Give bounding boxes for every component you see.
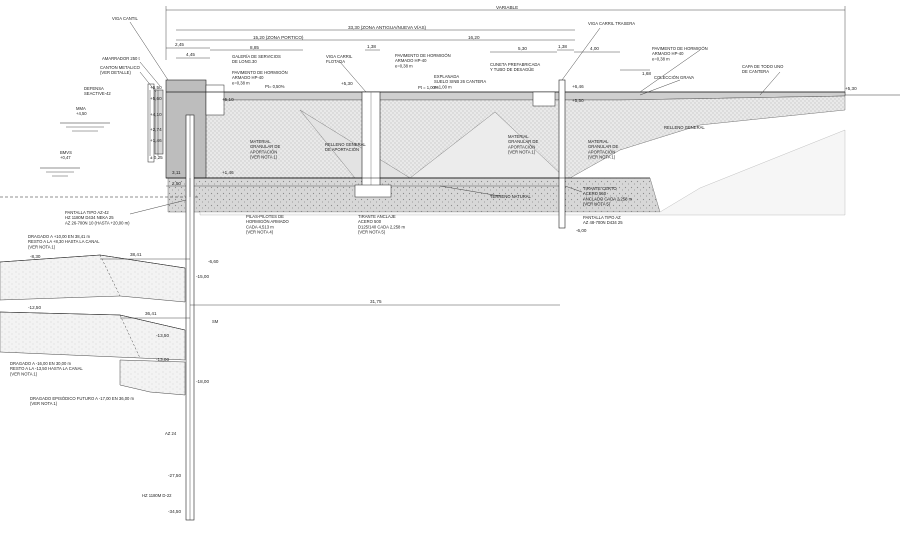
label-mma: MMA+4,50 <box>76 106 87 116</box>
label-viga-cantil: VIGA CANTIL <box>112 16 139 21</box>
leader-lines <box>129 21 781 215</box>
dim-5-30: 5,30 <box>518 46 527 51</box>
label-az-24: AZ 24 <box>165 431 177 436</box>
level-1800: -18,00 <box>196 379 209 384</box>
level-1300: -13,00 <box>156 357 169 362</box>
level-025: ± 0,25 <box>150 155 163 160</box>
bottom-dimensions: 31,75 38,41 36,41 3,11 2,50 <box>100 170 560 319</box>
label-viga-carril-trasera: VIGA CARRIL TRASERA <box>588 21 635 26</box>
label-sm: SM <box>212 319 219 324</box>
water-levels: MMA+4,50 BMVS+0,47 <box>40 106 110 177</box>
level-646: +6,46 <box>572 84 584 89</box>
structural-walls <box>185 79 566 521</box>
level-1250: -12,50 <box>28 305 41 310</box>
level-560: +5,60 <box>150 96 162 101</box>
level-410: +4,10 <box>150 112 162 117</box>
level-146c: +1,46 <box>222 170 234 175</box>
dim-38-41: 38,41 <box>130 252 142 257</box>
dim-4-45: 4,45 <box>186 52 195 57</box>
level-530r: +5,30 <box>845 86 857 91</box>
seabed-profile <box>0 254 186 396</box>
label-relleno-general: RELLENO GENERAL <box>664 125 705 130</box>
level-650: +6,50 <box>150 85 162 90</box>
label-ptu: Pt = 1,00% <box>418 85 439 90</box>
level-530: +5,30 <box>341 81 353 86</box>
level-2750: -27,50 <box>168 473 181 478</box>
fender-group <box>147 83 164 163</box>
dim-1-38a: 1,38 <box>367 44 376 49</box>
top-dimensions: VARIABLE 33,30 (ZONA ANTIGUA/NUEVA VÍAS)… <box>165 5 846 95</box>
level-830: -8,30 <box>30 254 41 259</box>
annotations: VIGA CANTIL AMARRADOR 250 t CANTON METAL… <box>10 16 784 498</box>
dim-1-38b: 1,38 <box>558 44 567 49</box>
level-600: -6,00 <box>576 228 587 233</box>
dim-3-11: 3,11 <box>172 170 181 175</box>
level-1500: -15,00 <box>196 274 209 279</box>
dim-31-75: 31,75 <box>370 299 382 304</box>
label-hz-1180m: HZ 1180M D-22 <box>142 493 172 498</box>
dim-36-41: 36,41 <box>145 311 157 316</box>
label-cantoneras: CANTON METALICO(VER DETALLE) <box>100 65 141 75</box>
dim-8-85: 8,85 <box>250 45 259 50</box>
level-1350: -13,50 <box>156 333 169 338</box>
level-3450: -34,50 <box>168 509 181 514</box>
dim-overall: VARIABLE <box>496 5 518 10</box>
label-coleccion-grava: COLECCIÓN GRAVA <box>654 75 694 80</box>
fill-zones <box>165 79 846 216</box>
label-dragado-3: DRAGADO EPISÓDICO FUTURO A -17,00 EN 36,… <box>30 396 135 406</box>
level-274: +2,74 <box>150 127 162 132</box>
dim-2-45: 2,45 <box>175 42 184 47</box>
label-pt-small: Pt= 0,50% <box>265 84 285 89</box>
label-terreno-natural: TERRENO NATURAL <box>490 194 532 199</box>
dim-2-50: 2,50 <box>172 181 181 186</box>
level-550: +5,50 <box>572 98 584 103</box>
dim-1-68: 1,68 <box>642 71 651 76</box>
label-bmvs: BMVS+0,47 <box>60 150 72 160</box>
dim-4-00: 4,00 <box>590 46 599 51</box>
label-amarrador: AMARRADOR 250 t <box>102 56 141 61</box>
dim-right: 16,20 <box>468 35 480 40</box>
level-markers: +6,50 +5,60 +4,10 +2,74 +1,46 ± 0,25 +5,… <box>28 81 857 514</box>
level-146: +1,46 <box>150 138 162 143</box>
rear-sheet-pile <box>558 79 566 229</box>
level-660: -6,60 <box>208 259 219 264</box>
level-510: +5,10 <box>222 97 234 102</box>
dim-width-portico: 15,20 (ZONA PORTICO) <box>253 35 304 40</box>
dim-width-structure: 33,30 (ZONA ANTIGUA/NUEVA VÍAS) <box>348 24 427 30</box>
